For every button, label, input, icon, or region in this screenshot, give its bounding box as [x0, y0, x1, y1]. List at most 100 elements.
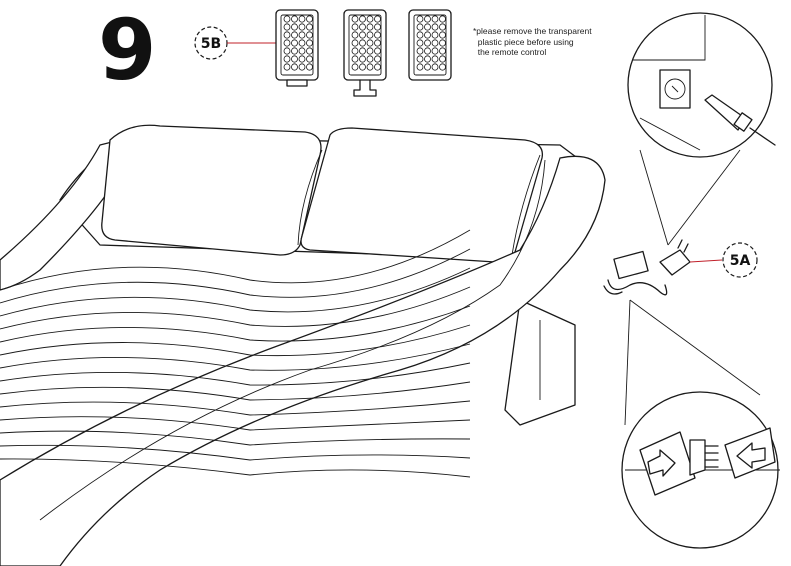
remote-button: [351, 47, 359, 55]
remote-button: [298, 47, 306, 55]
remote-button: [424, 39, 431, 47]
bed-slat: [0, 400, 471, 416]
remote-button: [374, 47, 381, 55]
remote-button: [416, 31, 424, 39]
remote-button: [298, 55, 306, 63]
remote-button: [283, 39, 291, 47]
remote-button: [439, 63, 446, 71]
remote-button: [374, 31, 381, 39]
remote-button: [283, 23, 291, 31]
remote-button: [298, 23, 306, 31]
callout-5a-label: 5A: [730, 253, 751, 269]
remote-button: [374, 23, 381, 31]
remote-button: [439, 39, 446, 47]
remote-button: [306, 15, 313, 23]
remote-button: [431, 55, 439, 63]
remote-button: [306, 31, 313, 39]
remote-button: [283, 55, 291, 63]
remote-button: [416, 55, 424, 63]
remote-button: [298, 63, 306, 71]
bed-icon: [0, 124, 606, 566]
remote-button: [298, 39, 306, 47]
step-number: 9: [98, 1, 156, 99]
bed-slat: [0, 229, 471, 291]
remote-button: [416, 47, 424, 55]
remote-button: [359, 31, 366, 39]
bed-slat: [0, 362, 471, 386]
remote-button: [283, 31, 291, 39]
power-adapter-icon: [603, 239, 691, 296]
callout-5a: 5A: [689, 242, 758, 278]
remote-button: [291, 55, 298, 63]
bed-slat: [0, 343, 471, 371]
remote-button: [416, 39, 424, 47]
remote-button: [374, 63, 381, 71]
bed-slats: [0, 229, 471, 478]
bed-slat: [0, 324, 471, 357]
remote-button: [424, 47, 431, 55]
remote-button: [431, 63, 439, 71]
remote-button: [306, 47, 313, 55]
remote-button: [366, 31, 374, 39]
bed-slat: [0, 267, 471, 317]
remote-button: [431, 15, 439, 23]
remote-button: [416, 63, 424, 71]
remote-button: [306, 63, 313, 71]
remote-button: [439, 31, 446, 39]
remote-button: [439, 55, 446, 63]
callout-5b-label: 5B: [201, 36, 221, 52]
remote-button: [351, 55, 359, 63]
remote-button: [424, 31, 431, 39]
bed-slat: [0, 430, 471, 446]
remote-button: [424, 23, 431, 31]
remote-button: [291, 15, 298, 23]
remote-button: [366, 39, 374, 47]
remote-note: *please remove the transparent plastic p…: [473, 26, 592, 57]
bed-slat: [0, 248, 471, 304]
bed-slat: [0, 305, 471, 343]
remote-button: [424, 55, 431, 63]
bed-slat: [0, 286, 471, 330]
remote-button: [431, 31, 439, 39]
remote-button: [431, 23, 439, 31]
connector-icon: [621, 299, 780, 549]
callout-5b: 5B: [194, 26, 276, 60]
remote-button: [351, 63, 359, 71]
bed-slat: [0, 458, 471, 478]
remote-button: [424, 63, 431, 71]
remote-button: [359, 39, 366, 47]
remote-button: [374, 39, 381, 47]
remote-button: [291, 23, 298, 31]
remote-button: [439, 23, 446, 31]
remote-button: [291, 39, 298, 47]
remote-button: [291, 31, 298, 39]
remote-button: [416, 15, 424, 23]
remote-button: [374, 55, 381, 63]
remote-button: [351, 31, 359, 39]
bed-slat: [0, 416, 471, 431]
remote-button: [306, 23, 313, 31]
remote-button: [431, 39, 439, 47]
remote-button: [351, 39, 359, 47]
remote-icon: [275, 9, 452, 97]
remote-button: [351, 15, 359, 23]
remote-button: [291, 47, 298, 55]
remote-button: [366, 47, 374, 55]
remote-button: [359, 23, 366, 31]
remote-button: [359, 47, 366, 55]
remote-button: [351, 23, 359, 31]
remote-button: [306, 55, 313, 63]
remote-button: [366, 23, 374, 31]
bed-slat: [0, 444, 471, 461]
remote-button: [298, 31, 306, 39]
remote-button: [366, 55, 374, 63]
remote-button: [359, 55, 366, 63]
remote-button: [374, 15, 381, 23]
remote-button: [306, 39, 313, 47]
remote-button: [298, 15, 306, 23]
remote-button: [359, 15, 366, 23]
remote-button: [424, 15, 431, 23]
remote-button: [439, 15, 446, 23]
remote-button: [366, 63, 374, 71]
